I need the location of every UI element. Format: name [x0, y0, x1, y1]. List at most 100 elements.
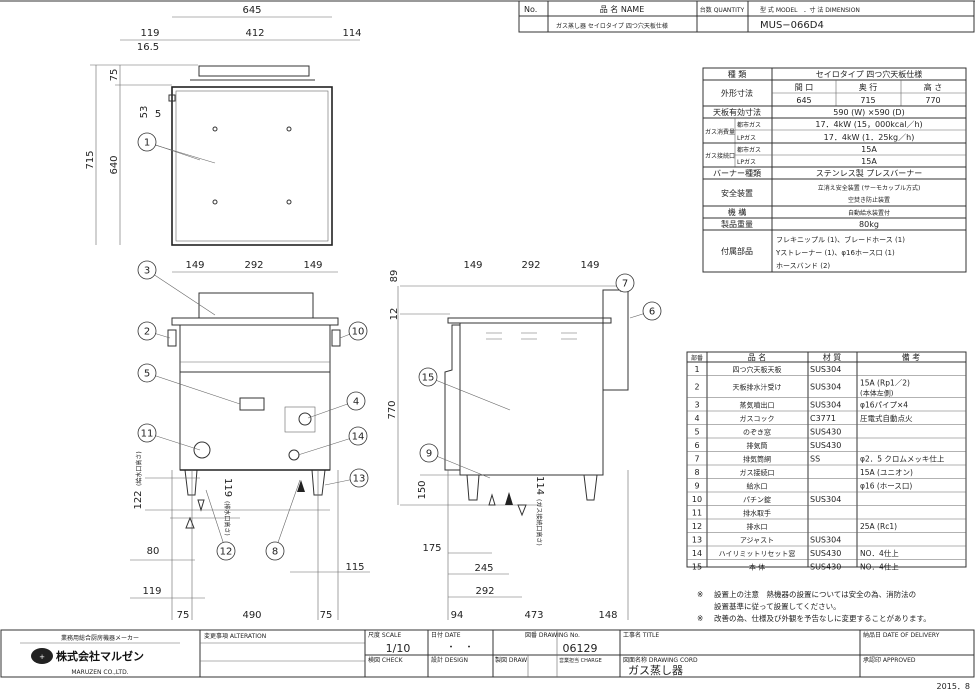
part-material: SUS304 [810, 401, 841, 410]
dim-front-122-note: (給水口高さ) [135, 451, 143, 486]
dim-side-12: 12 [389, 308, 400, 321]
scale-label: 尺度 SCALE [368, 631, 401, 639]
spec-type-label: 種 類 [728, 69, 747, 79]
spec-top-value: 590 (W) ×590 (D) [833, 108, 904, 117]
dim-top-overall: 645 [242, 5, 261, 16]
part-balloon: 6 [629, 301, 662, 321]
spec-depth-label: 奥 行 [859, 82, 878, 92]
balloon-number: 14 [352, 432, 365, 443]
balloon-number: 11 [141, 429, 154, 440]
balloon-number: 7 [622, 279, 628, 290]
spec-top-label: 天板有効寸法 [713, 107, 761, 117]
part-balloon: 13 [324, 468, 369, 488]
maker-tagline: 業務用総合厨房機器メーカー [61, 634, 139, 642]
parts-header-no: 部番 [691, 354, 703, 362]
header-table: No. 品 名 NAME 台数 QUANTITY 型 式 MODEL ．寸 法 … [518, 0, 975, 33]
parts-row: 5 のぞき窓 SUS430 [694, 428, 841, 437]
dim-side-292b: 292 [475, 586, 494, 597]
dim-side-89: 89 [389, 270, 400, 283]
parts-header-name: 品 名 [748, 352, 767, 362]
part-no: 14 [692, 549, 702, 558]
note-1-line-2: 設置基準に従って設置してください。 [714, 601, 841, 611]
part-balloon: 3 [137, 260, 216, 316]
part-name: のぞき窓 [743, 428, 771, 437]
part-balloon: 9 [419, 443, 491, 479]
spec-lp-gas-label: LPガス [737, 134, 756, 142]
part-no: 5 [694, 428, 699, 437]
balloon-number: 8 [272, 547, 278, 558]
dim-top-depth: 715 [85, 150, 96, 169]
part-note-2: (本体左側) [860, 389, 894, 398]
dim-front-75b: 75 [320, 610, 333, 621]
header-model-label: 型 式 MODEL ．寸 法 DIMENSION [760, 6, 860, 14]
part-balloon: 7 [615, 273, 635, 293]
dim-front-490: 490 [242, 610, 261, 621]
part-name: 給水口 [747, 482, 768, 491]
part-no: 3 [694, 401, 699, 410]
header-name-value: ガス蒸し器 セイロタイプ 四つ穴天板仕様 [556, 22, 668, 30]
part-no: 2 [694, 383, 699, 392]
part-no: 11 [692, 509, 702, 518]
dim-top-rack-depth: 75 [109, 69, 120, 82]
part-material: SS [810, 455, 820, 464]
spec-city-gas-label-2: 都市ガス [737, 146, 761, 154]
part-name: 排気筒網 [743, 455, 771, 464]
part-balloon: 1 [137, 132, 201, 161]
part-material: SUS304 [810, 365, 841, 374]
company-name-jp: 株式会社マルゼン [56, 649, 144, 663]
spec-accessories-1: フレキニップル (1)、ブレードホース (1) [776, 235, 905, 244]
parts-header-material: 材 質 [823, 352, 842, 362]
dim-front-292: 292 [244, 260, 263, 271]
part-no: 1 [694, 365, 699, 374]
dim-top-rack: 412 [245, 28, 264, 39]
part-balloon: 10 [339, 321, 368, 341]
part-balloon: 11 [137, 423, 201, 451]
spec-height: 770 [925, 96, 940, 105]
spec-weight-value: 80kg [859, 220, 879, 229]
spec-gas-consumption-label: ガス消費量 [705, 128, 735, 136]
spec-accessories-label: 付属部品 [721, 246, 753, 256]
spec-type-value: セイロタイプ 四つ穴天板仕様 [816, 69, 923, 79]
part-name: 排気筒 [747, 441, 768, 450]
spec-safety-label: 安全装置 [721, 188, 753, 198]
spec-lp-consumption: 17．4kW (1．25kg／h) [824, 133, 915, 142]
dim-side-245: 245 [474, 563, 493, 574]
part-name: 排水取手 [743, 509, 771, 518]
spec-lp-connection: 15A [861, 157, 877, 166]
part-material: SUS430 [810, 563, 841, 572]
spec-city-consumption: 17．4kW (15，000kcal／h) [815, 120, 922, 129]
balloon-number: 3 [144, 266, 150, 277]
part-name: ガスコック [740, 414, 775, 423]
part-material: SUS430 [810, 441, 841, 450]
part-material: SUS304 [810, 383, 841, 392]
delivery-label: 納品日 DATE OF DELIVERY [863, 631, 940, 639]
spec-city-gas-label: 都市ガス [737, 121, 761, 129]
revision-date: 2015．8 [937, 682, 970, 691]
part-material: SUS430 [810, 428, 841, 437]
part-name: 排水口 [747, 522, 768, 531]
spec-mechanism-label: 機 構 [728, 207, 747, 217]
approved-label: 承認印 APPROVED [863, 656, 916, 664]
part-balloon: 12 [205, 489, 236, 561]
note-mark-2: ※ [697, 614, 703, 623]
balloon-number: 2 [144, 327, 150, 338]
dim-top-5: 5 [155, 109, 161, 120]
design-label: 設計 DESIGN [431, 656, 468, 664]
part-note: 25A (Rc1) [860, 522, 897, 531]
spec-safety-value-2: 空焚き防止装置 [848, 196, 890, 204]
dim-front-122: 122 [133, 490, 144, 509]
part-name: ガス接続口 [740, 468, 775, 477]
dim-side-150: 150 [417, 480, 428, 499]
dim-side-175: 175 [422, 543, 441, 554]
part-name: パチン錠 [743, 495, 771, 504]
dim-side-473: 473 [524, 610, 543, 621]
balloon-number: 13 [353, 474, 366, 485]
